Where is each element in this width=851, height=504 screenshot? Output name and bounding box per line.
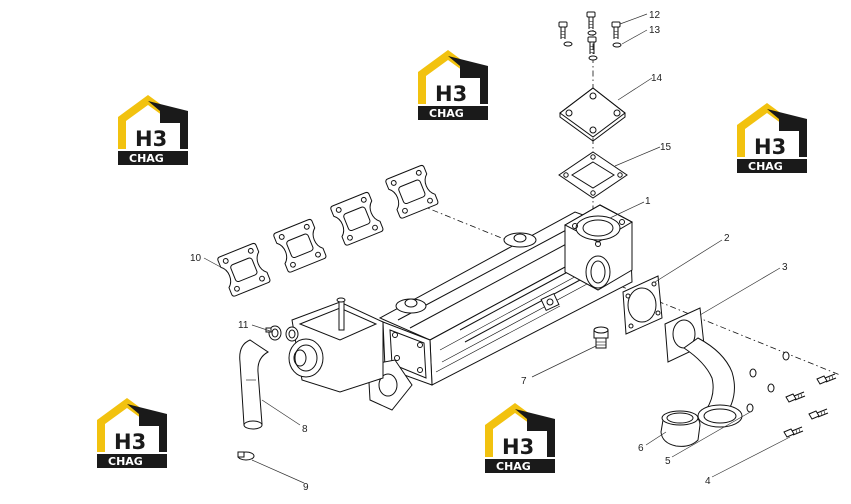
svg-text:H3: H3 bbox=[502, 435, 534, 459]
callout-15: 15 bbox=[660, 142, 672, 153]
watermark-logo: H3 CHAG bbox=[418, 50, 488, 120]
top-bolts bbox=[558, 11, 622, 61]
svg-text:H3: H3 bbox=[435, 82, 467, 106]
callout-6: 6 bbox=[638, 443, 644, 454]
watermark-logo: H3 CHAG bbox=[737, 103, 807, 173]
callout-10: 10 bbox=[190, 253, 202, 264]
svg-text:CHAG: CHAG bbox=[429, 107, 464, 120]
pipe-sleeve bbox=[660, 410, 701, 447]
watermark-logo: H3 CHAG bbox=[485, 403, 555, 473]
callout-14: 14 bbox=[651, 73, 663, 84]
watermark-logo: H3 CHAG bbox=[118, 95, 188, 165]
outlet-bolts bbox=[746, 351, 837, 438]
callout-1: 1 bbox=[645, 196, 651, 207]
square-gasket bbox=[558, 151, 628, 199]
manifold-gaskets bbox=[216, 164, 440, 298]
svg-text:H3: H3 bbox=[754, 135, 786, 159]
coolant-hose bbox=[239, 339, 269, 430]
svg-text:H3: H3 bbox=[114, 430, 146, 454]
cooler-body bbox=[285, 204, 634, 411]
callout-labels: 1 2 3 4 5 6 7 8 9 10 11 12 13 14 15 bbox=[190, 10, 788, 493]
callout-5: 5 bbox=[665, 456, 671, 467]
callout-13: 13 bbox=[649, 25, 661, 36]
cover-plate bbox=[559, 87, 626, 142]
svg-text:CHAG: CHAG bbox=[129, 152, 164, 165]
drain-plug bbox=[593, 326, 609, 349]
round-flange-gasket bbox=[622, 275, 663, 335]
watermark-logo: H3 CHAG bbox=[97, 398, 167, 468]
hose-clamp-small bbox=[265, 325, 282, 341]
callout-8: 8 bbox=[302, 424, 308, 435]
callout-4: 4 bbox=[705, 476, 711, 487]
callout-2: 2 bbox=[724, 233, 730, 244]
svg-text:CHAG: CHAG bbox=[748, 160, 783, 173]
callout-12: 12 bbox=[649, 10, 661, 21]
callout-7: 7 bbox=[521, 376, 527, 387]
leader-lines bbox=[203, 13, 791, 484]
callout-11: 11 bbox=[238, 320, 249, 331]
callout-9: 9 bbox=[303, 482, 309, 493]
hose-clamp-bottom bbox=[237, 451, 255, 461]
svg-text:CHAG: CHAG bbox=[496, 460, 531, 473]
svg-text:CHAG: CHAG bbox=[108, 455, 143, 468]
callout-3: 3 bbox=[782, 262, 788, 273]
outlet-elbow bbox=[664, 307, 743, 428]
svg-text:H3: H3 bbox=[135, 127, 167, 151]
